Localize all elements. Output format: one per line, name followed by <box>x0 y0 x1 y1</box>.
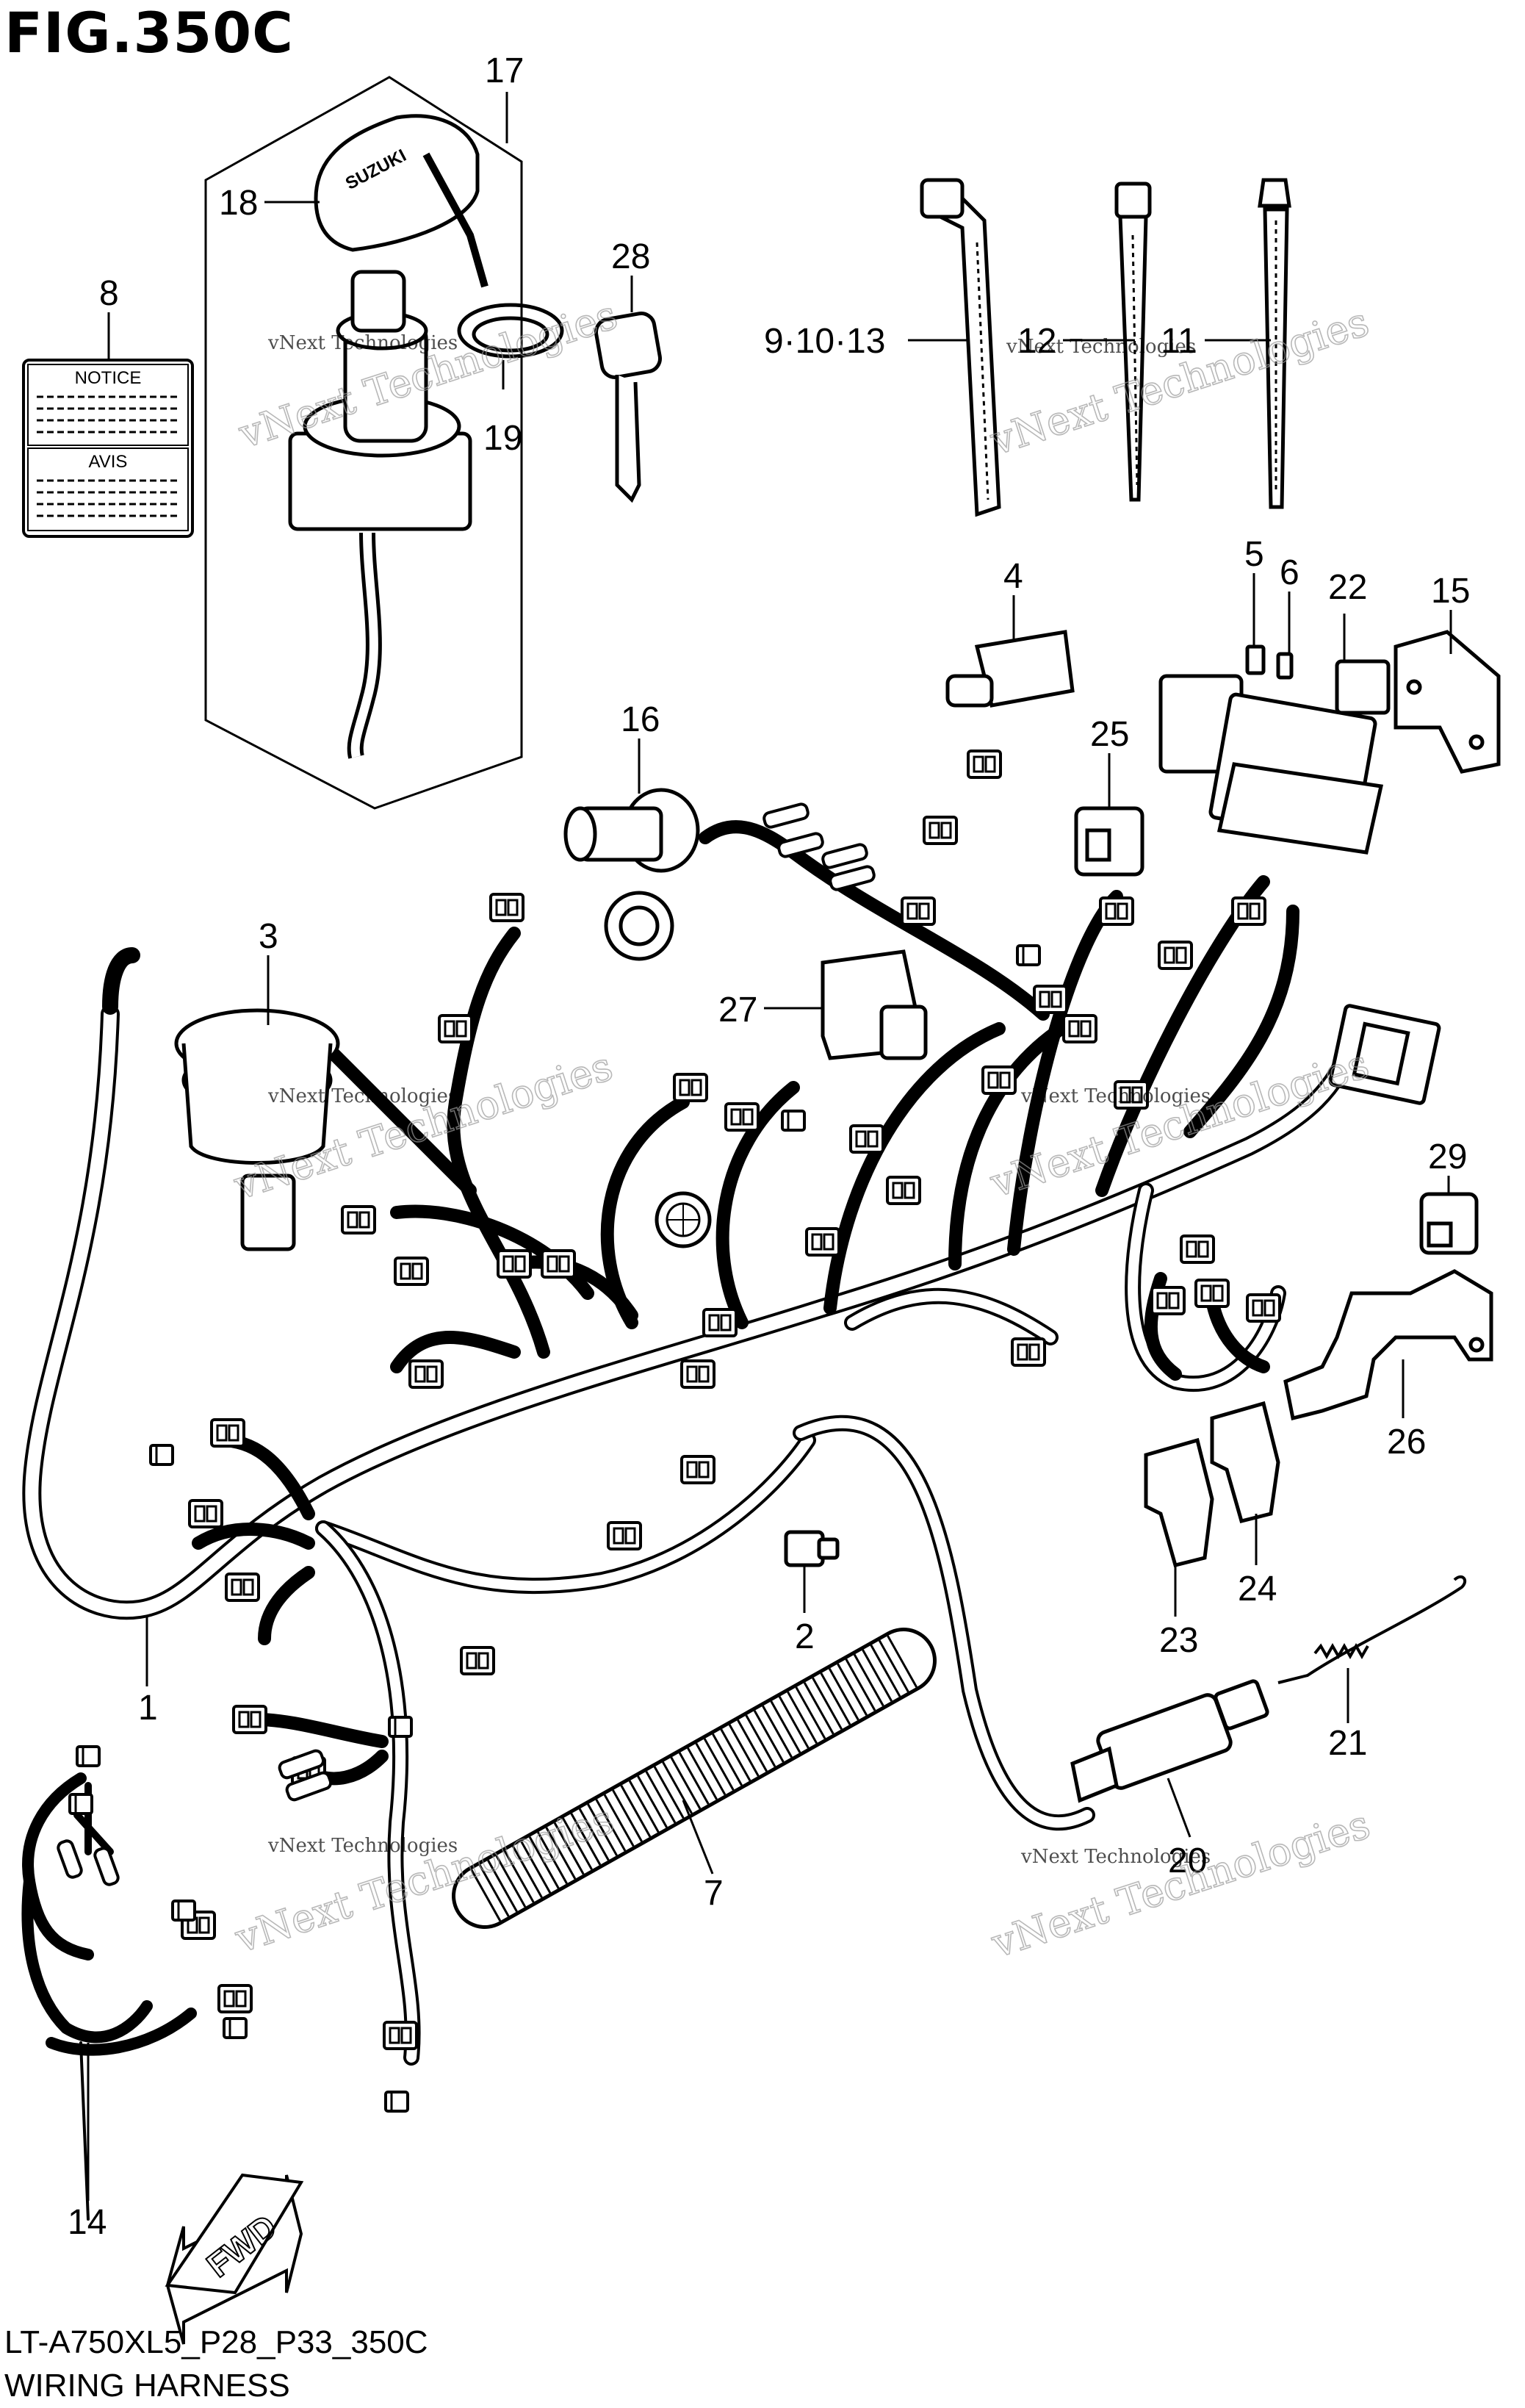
callout-27: 27 <box>718 991 757 1029</box>
callout-26: 26 <box>1387 1423 1426 1462</box>
page-subtitle: WIRING HARNESS <box>4 2368 290 2404</box>
callout-28: 28 <box>611 237 650 276</box>
callout-19: 19 <box>483 419 522 458</box>
fwd-arrow-icon: FWD <box>165 2173 304 2345</box>
callout-3: 3 <box>259 917 278 956</box>
callout-7: 7 <box>704 1874 724 1913</box>
connector-2 <box>784 1530 840 1567</box>
callout-18: 18 <box>219 184 258 223</box>
cable-ties <box>920 178 1291 517</box>
ignition-switch <box>288 270 472 759</box>
callout-6: 6 <box>1280 553 1299 592</box>
connector-29 <box>1419 1192 1479 1255</box>
corrugated-tube <box>452 1628 937 1929</box>
rubber-boot <box>945 630 1075 708</box>
callout-12: 12 <box>1017 322 1056 361</box>
svg-text:vNext Technologies: vNext Technologies <box>267 1085 458 1107</box>
ignition-switch-group <box>204 76 523 810</box>
svg-text:vNext Technologies: vNext Technologies <box>267 1835 458 1857</box>
callout-14: 14 <box>68 2203 107 2242</box>
leader-lines <box>87 92 1452 2201</box>
fig-title: FIG.350C <box>4 0 294 65</box>
svg-text:vNext Technologies: vNext Technologies <box>267 332 458 354</box>
callout-17: 17 <box>485 51 524 90</box>
connector-covers <box>1144 1401 1280 1568</box>
callout-4: 4 <box>1003 557 1023 596</box>
callout-29: 29 <box>1428 1137 1467 1176</box>
relay-27 <box>821 949 928 1060</box>
spring-clip <box>1277 1575 1467 1684</box>
callout-labels: 1 2 3 4 5 6 7 8 9·10·13 11 12 14 15 16 1… <box>68 51 1470 2242</box>
svg-text:NOTICE: NOTICE <box>75 368 142 388</box>
svg-text:vNext Technologies: vNext Technologies <box>1020 1846 1211 1868</box>
key-blank <box>594 312 662 503</box>
harness-connectors <box>57 750 1441 2113</box>
callout-25: 25 <box>1090 715 1129 754</box>
callout-22: 22 <box>1328 568 1367 607</box>
speed-sensor <box>1070 1679 1269 1803</box>
bracket-26 <box>1283 1269 1493 1421</box>
fuse-relay-block <box>1158 630 1501 855</box>
lock-ring <box>457 303 564 359</box>
callout-8: 8 <box>99 274 119 313</box>
callout-24: 24 <box>1238 1570 1277 1609</box>
callout-16: 16 <box>621 700 660 739</box>
grommet <box>174 1008 340 1251</box>
callout-21: 21 <box>1328 1724 1367 1763</box>
callout-15: 15 <box>1431 572 1470 611</box>
callout-9-10-13: 9·10·13 <box>764 322 885 361</box>
svg-text:vNext Technologies: vNext Technologies <box>1006 336 1196 358</box>
caution-label: NOTICE AVIS <box>22 359 194 538</box>
model-code: LT-A750XL5_P28_P33_350C <box>4 2324 428 2360</box>
ignition-key-cap: SUZUKI <box>314 114 488 288</box>
callout-11: 11 <box>1161 322 1197 361</box>
callout-23: 23 <box>1159 1621 1198 1660</box>
svg-text:vNext Technologies: vNext Technologies <box>1020 1085 1211 1107</box>
connector-25 <box>1074 806 1144 877</box>
svg-text:AVIS: AVIS <box>89 452 128 472</box>
callout-5: 5 <box>1244 535 1264 574</box>
callout-20: 20 <box>1168 1841 1207 1880</box>
callout-2: 2 <box>795 1617 815 1656</box>
callout-1: 1 <box>138 1689 158 1728</box>
power-socket <box>563 788 700 961</box>
